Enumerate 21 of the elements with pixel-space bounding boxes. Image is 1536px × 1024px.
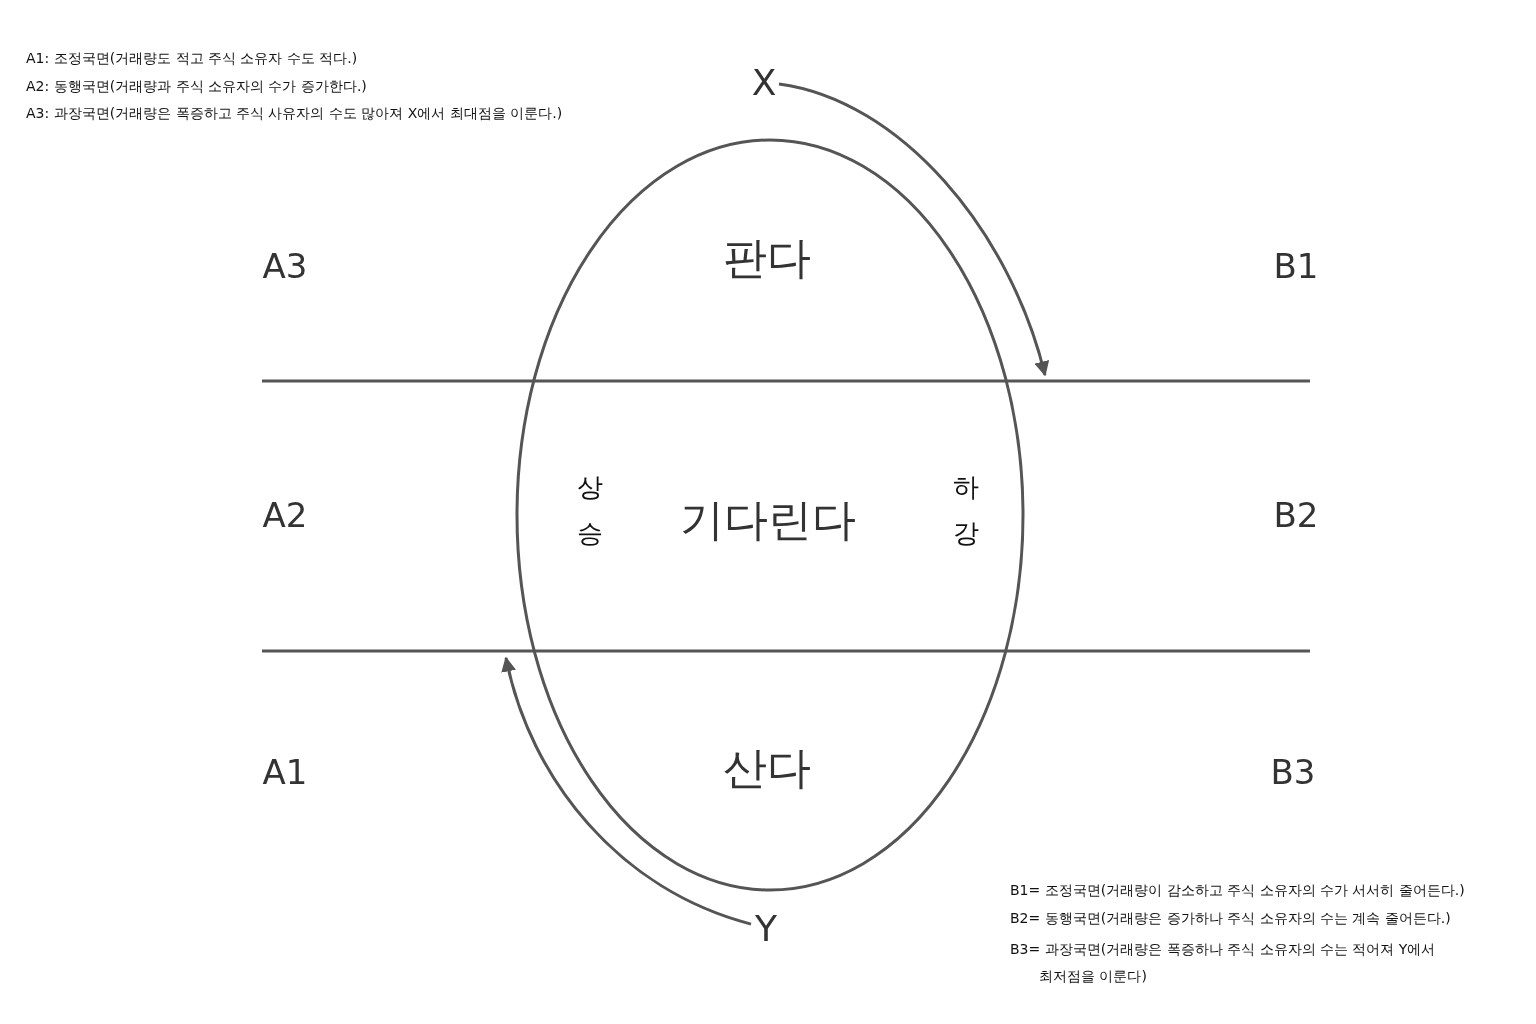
curved-arrow [778, 82, 1049, 377]
phase-label: B2 [1273, 495, 1319, 535]
point-label: X [749, 61, 779, 103]
note-text: A2: 동행국면(거래량과 주식 소유자의 수가 증가한다.) [26, 77, 367, 96]
curved-arrow [501, 656, 752, 926]
note-text: B2= 동행국면(거래량은 증가하나 주식 소유자의 수는 계속 줄어든다.) [1010, 909, 1451, 928]
phase-label: B3 [1270, 752, 1316, 792]
point-label: Y [751, 907, 781, 949]
phase-label: A1 [262, 752, 308, 792]
note-text: B1= 조정국면(거래량이 감소하고 주식 소유자의 수가 서서히 줄어든다.) [1010, 881, 1465, 900]
zone-label: 산다 [723, 740, 811, 795]
phase-label: A3 [262, 246, 308, 286]
note-text: A3: 과장국면(거래량은 폭증하고 주식 사유자의 수도 많아져 X에서 최대점을 이룬다.) [26, 104, 563, 123]
zone-label: 기다린다 [680, 492, 856, 547]
direction-label: 상승 [576, 471, 604, 550]
zone-label: 판다 [723, 230, 811, 285]
note-text: A1: 조정국면(거래량도 적고 주식 소유자 수도 적다.) [26, 49, 358, 68]
phase-label: B1 [1273, 246, 1319, 286]
phase-label: A2 [262, 495, 308, 535]
direction-label: 하강 [952, 471, 980, 550]
note-text: B3= 과장국면(거래량은 폭증하나 주식 소유자의 수는 적어져 Y에서 최저점을 이룬다) [1010, 940, 1437, 986]
